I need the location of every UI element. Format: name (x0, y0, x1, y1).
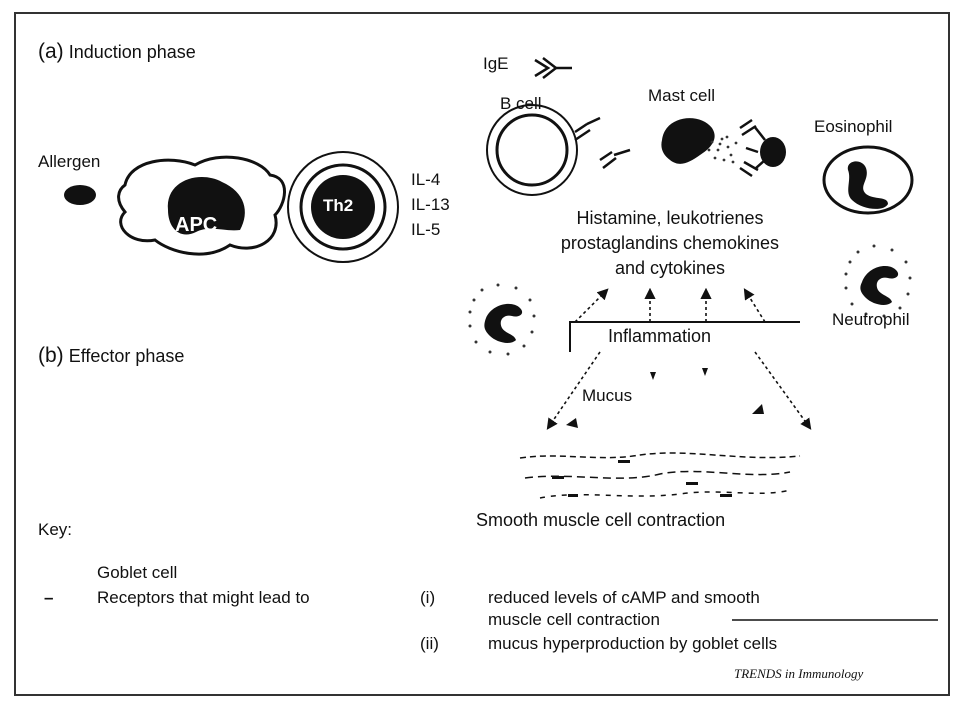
short-arrows (650, 368, 708, 380)
il4-label: IL-4 (411, 170, 440, 190)
key-receptor-dash: – (44, 588, 53, 608)
antibody-icon (575, 118, 630, 168)
allergen-label: Allergen (38, 152, 100, 172)
ige-label: IgE (483, 54, 509, 74)
key-i-text-1: reduced levels of cAMP and smooth (488, 588, 760, 608)
th2-label: Th2 (323, 196, 353, 216)
effector-title: Effector phase (69, 346, 185, 366)
eosinophil-label: Eosinophil (814, 117, 892, 137)
mast-cell-icon (661, 118, 786, 176)
smooth-muscle-label: Smooth muscle cell contraction (476, 510, 725, 531)
mucus-label: Mucus (582, 386, 632, 406)
key-i-marker: (i) (420, 588, 435, 608)
induction-heading: (a) Induction phase (38, 40, 196, 64)
key-i-text-2: muscle cell contraction (488, 610, 660, 630)
inflammation-label: Inflammation (608, 326, 711, 347)
b-cell-icon (487, 105, 577, 195)
smooth-muscle-layer (520, 453, 800, 498)
key-receptors-label: Receptors that might lead to (97, 588, 310, 608)
mediators-line-1: Histamine, leukotrienes (520, 208, 820, 229)
ige-antibody-icon (535, 58, 572, 78)
allergen-icon (64, 185, 96, 205)
eosinophil-icon (824, 147, 912, 213)
neutrophil-label: Neutrophil (832, 310, 910, 330)
b-cell-label: B cell (500, 94, 542, 114)
il13-label: IL-13 (411, 195, 450, 215)
goblet-cell-icon (566, 404, 764, 428)
key-ii-marker: (ii) (420, 634, 439, 654)
neutrophil-icon (469, 284, 536, 356)
induction-marker: (a) (38, 40, 64, 63)
credit-text: TRENDS in Immunology (734, 666, 863, 682)
mediators-line-3: and cytokines (520, 258, 820, 279)
key-ii-text: mucus hyperproduction by goblet cells (488, 634, 777, 654)
neutrophil-icon (845, 245, 912, 318)
induction-title: Induction phase (69, 42, 196, 62)
apc-label: APC (175, 214, 217, 237)
il5-label: IL-5 (411, 220, 440, 240)
apc-cell-icon (119, 157, 285, 254)
mast-cell-label: Mast cell (648, 86, 715, 106)
effector-marker: (b) (38, 344, 64, 367)
effector-heading: (b) Effector phase (38, 344, 184, 368)
key-title: Key: (38, 520, 72, 540)
key-goblet-label: Goblet cell (97, 563, 177, 583)
mediators-line-2: prostaglandins chemokines (520, 233, 820, 254)
mediator-arrows (575, 290, 765, 322)
